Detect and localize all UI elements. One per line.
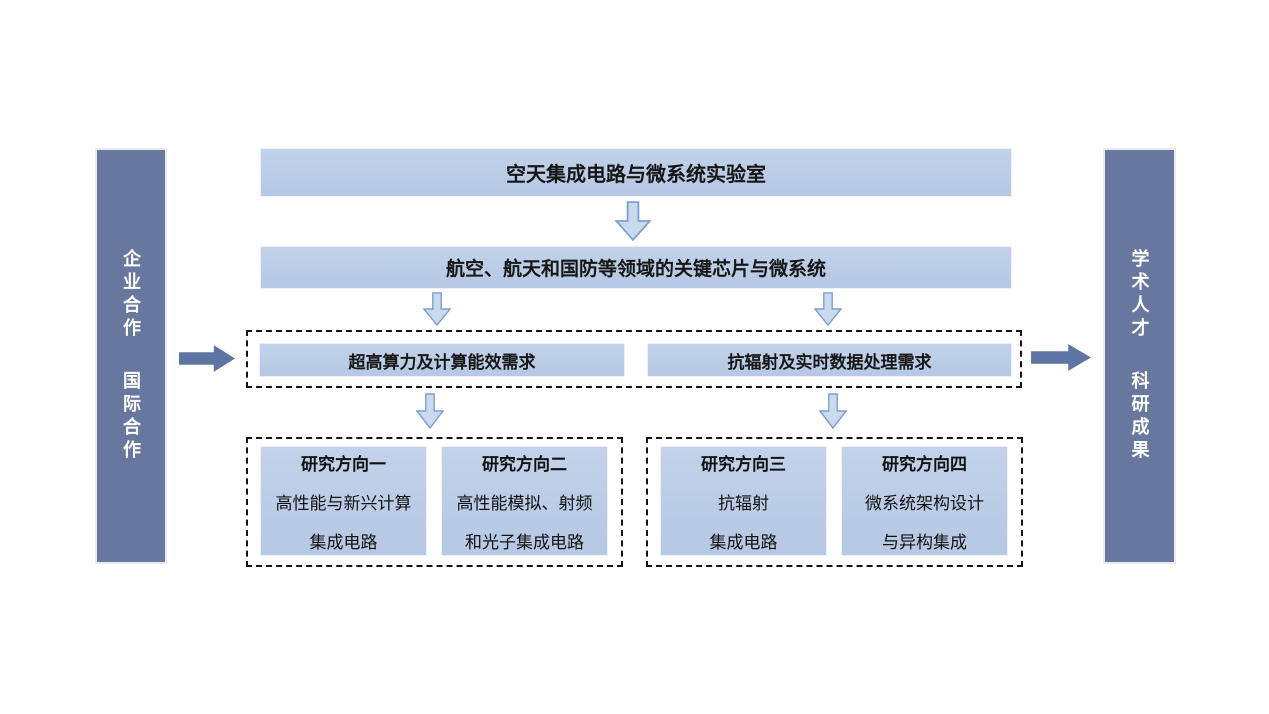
down-arrow-icon — [819, 393, 847, 429]
research-direction-2-line2: 和光子集成电路 — [465, 532, 584, 552]
needs-dashed-container — [246, 330, 1022, 388]
research-direction-2-line1: 高性能模拟、射频 — [456, 493, 593, 513]
research-group-2-container — [646, 437, 1023, 567]
research-direction-3-line2: 集成电路 — [709, 532, 778, 552]
domain-box: 航空、航天和国防等领域的关键芯片与微系统 — [260, 246, 1012, 289]
research-direction-4-title: 研究方向四 — [882, 454, 967, 474]
research-direction-4-line2: 与异构集成 — [882, 532, 967, 552]
down-arrow-icon — [615, 201, 651, 241]
research-group-1-container — [246, 437, 623, 567]
international-cooperation-label: 国际合作 — [121, 371, 141, 463]
down-arrow-icon — [814, 292, 842, 326]
enterprise-cooperation-label: 企业合作 — [121, 249, 141, 341]
research-direction-1-line2: 集成电路 — [309, 532, 378, 552]
research-direction-4-box: 研究方向四 微系统架构设计 与异构集成 — [841, 446, 1008, 556]
right-bar-outcomes: 学术人才 科研成果 — [1103, 148, 1176, 564]
need-box-radiation: 抗辐射及实时数据处理需求 — [647, 343, 1012, 377]
research-direction-1-box: 研究方向一 高性能与新兴计算 集成电路 — [260, 446, 427, 556]
research-direction-1-title: 研究方向一 — [301, 454, 386, 474]
left-bar-cooperation: 企业合作 国际合作 — [95, 148, 167, 564]
research-direction-4-line1: 微系统架构设计 — [865, 493, 984, 513]
need-compute-label: 超高算力及计算能效需求 — [348, 352, 536, 372]
research-direction-2-box: 研究方向二 高性能模拟、射频 和光子集成电路 — [441, 446, 608, 556]
down-arrow-icon — [423, 292, 451, 326]
academic-talent-label: 学术人才 — [1129, 249, 1150, 341]
research-direction-2-title: 研究方向二 — [482, 454, 567, 474]
research-direction-3-box: 研究方向三 抗辐射 集成电路 — [660, 446, 827, 556]
lab-title-box: 空天集成电路与微系统实验室 — [260, 148, 1012, 197]
down-arrow-icon — [416, 393, 444, 429]
research-direction-3-title: 研究方向三 — [701, 454, 786, 474]
research-direction-1-line1: 高性能与新兴计算 — [275, 493, 412, 513]
research-achievements-label: 科研成果 — [1129, 371, 1150, 463]
domain-label: 航空、航天和国防等领域的关键芯片与微系统 — [445, 259, 826, 280]
need-radiation-label: 抗辐射及实时数据处理需求 — [727, 352, 932, 372]
need-box-compute: 超高算力及计算能效需求 — [259, 343, 625, 377]
left-input-arrow-icon — [178, 343, 236, 374]
research-direction-3-line1: 抗辐射 — [718, 493, 769, 513]
lab-title-label: 空天集成电路与微系统实验室 — [506, 164, 766, 186]
right-output-arrow-icon — [1030, 342, 1092, 373]
